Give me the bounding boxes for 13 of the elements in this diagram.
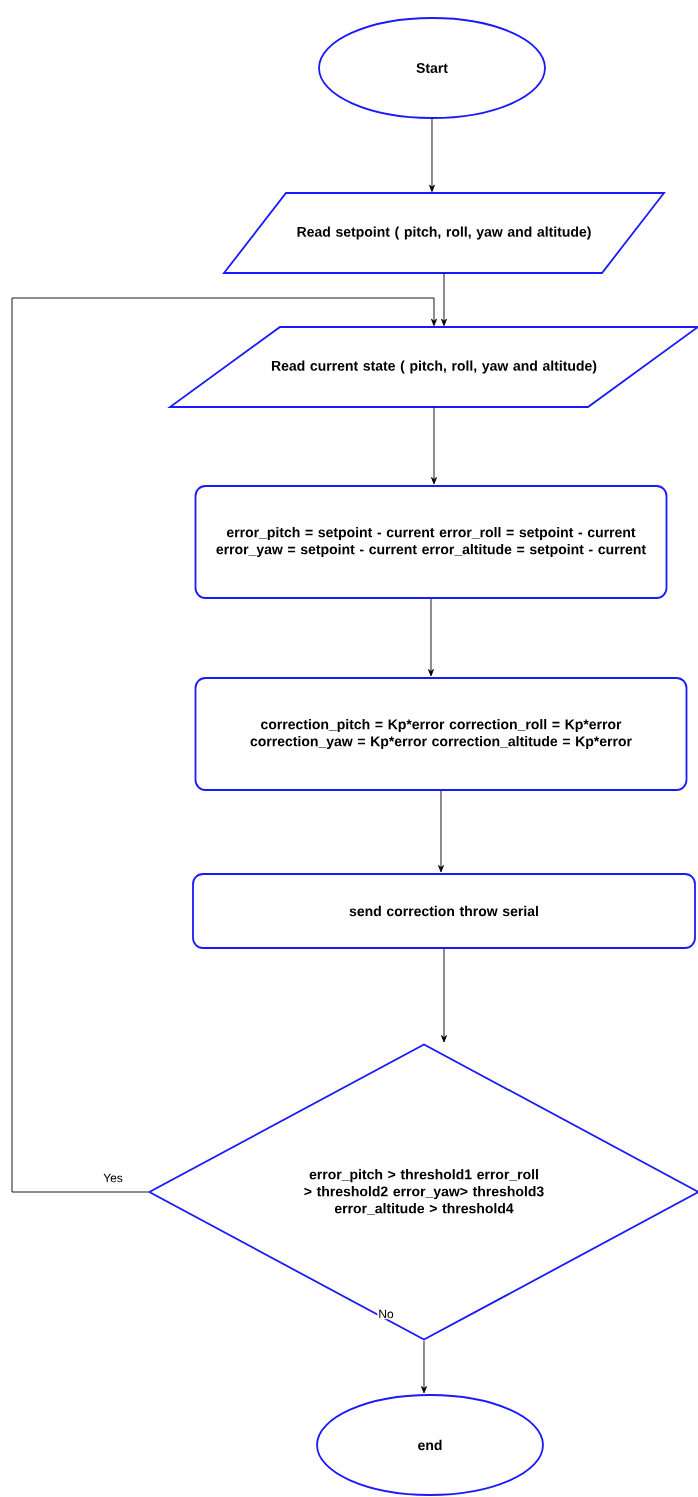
- arrow: [429, 118, 435, 192]
- arrow: [431, 406, 437, 485]
- arrow: [421, 1340, 427, 1394]
- process-box: send correction throw serial: [192, 873, 696, 949]
- process-box: error_pitch = setpoint - current error_roll = setpoint - current error_yaw = setpoint - current error_altitude = setpoint - current: [194, 485, 668, 599]
- arrow: [11, 297, 437, 1193]
- edge-label: No: [377, 1308, 395, 1320]
- process-box: correction_pitch = Kp*error correction_roll = Kp*error correction_yaw = Kp*error correction_altitude = Kp*error: [194, 677, 688, 791]
- arrow: [441, 272, 447, 326]
- arrow: [441, 948, 447, 1043]
- arrow: [438, 790, 444, 873]
- edge-label: Yes: [102, 1172, 124, 1184]
- arrow: [428, 598, 434, 677]
